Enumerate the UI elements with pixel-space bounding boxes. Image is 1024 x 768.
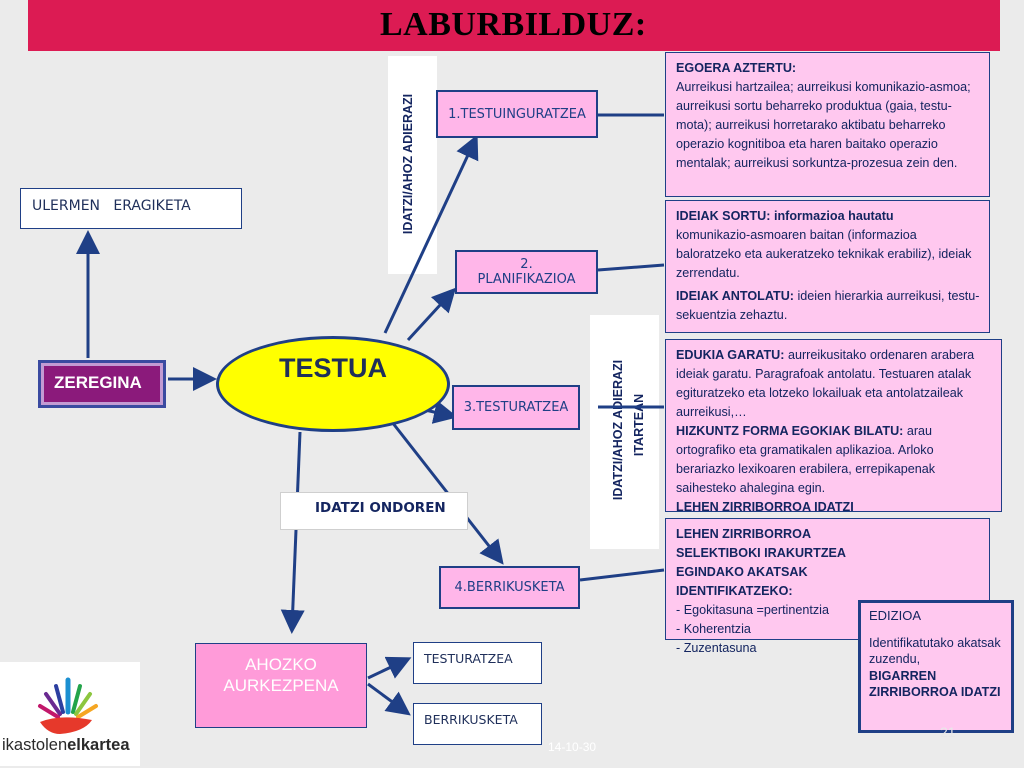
idatzi-ondoren-label: IDATZI ONDOREN	[315, 500, 446, 516]
logo-text-light: ikastolen	[2, 736, 68, 754]
desc1-body: Aurreikusi hartzailea; aurreikusi komuni…	[676, 80, 971, 170]
arrow-testua-step2	[406, 287, 457, 342]
sub-berrikusketa-box: BERRIKUSKETA	[413, 703, 542, 745]
desc1-heading: EGOERA AZTERTU:	[676, 61, 797, 75]
ahozko-line2: AURKEZPENA	[223, 676, 339, 695]
footer-date: 14-10-30	[548, 740, 597, 754]
ikastolen-elkartea-logo: ikastolenelkartea	[0, 662, 140, 766]
desc1-box: EGOERA AZTERTU: Aurreikusi hartzailea; a…	[665, 52, 990, 197]
desc4-item-1: - Egokitasuna =pertinentzia	[676, 603, 829, 617]
desc2-body2: ideien hierarkia aurreikusi, testu-sekue…	[676, 289, 980, 322]
during-phase-panel	[590, 315, 659, 549]
desc4-item-2: - Koherentzia	[676, 622, 751, 636]
edizioa-box: EDIZIOA Identifikatutako akatsak zuzendu…	[858, 600, 1014, 733]
edizioa-bold: BIGARREN ZIRRIBORROA IDATZI	[869, 668, 1001, 700]
testua-node: TESTUA	[216, 336, 450, 432]
desc3-heading2: HIZKUNTZ FORMA EGOKIAK BILATU:	[676, 424, 904, 438]
desc4-item-3: - Zuzentasuna	[676, 641, 757, 655]
step2-box: 2. PLANIFIKAZIOA	[455, 250, 598, 294]
arrow-ahozko-testuratzea	[367, 656, 412, 680]
logo-text-bold: elkartea	[67, 736, 130, 754]
desc2-body1: komunikazio-asmoaren baitan (informazioa…	[676, 228, 972, 280]
desc2-heading2: IDEIAK ANTOLATU:	[676, 289, 794, 303]
footer-page-number: 21	[940, 724, 956, 740]
arrow-testua-step1	[383, 134, 479, 334]
connector-step4-desc4	[579, 568, 665, 582]
arrow-ahozko-berrikusketa	[367, 682, 411, 716]
desc4-heading: LEHEN ZIRRIBORROA SELEKTIBOKI IRAKURTZEA…	[676, 527, 846, 598]
sub-berrikusketa-label: BERRIKUSKETA	[424, 712, 518, 727]
zeregina-box: ZEREGINA	[38, 360, 166, 408]
step2-label-line2: PLANIFIKAZIOA	[477, 272, 576, 287]
arrow-testua-step4	[390, 421, 504, 565]
step4-label: 4.BERRIKUSKETA	[454, 580, 565, 595]
testua-label: TESTUA	[279, 353, 387, 383]
desc3-heading3: LEHEN ZIRRIBORROA IDATZI	[676, 500, 854, 514]
edizioa-heading: EDIZIOA	[869, 608, 922, 623]
title-bar	[28, 0, 1000, 51]
edizioa-body: Identifikatutako akatsak zuzendu,	[869, 635, 1001, 667]
arrow-testua-ahozko	[280, 431, 305, 634]
ahozko-aurkezpena-box: AHOZKO AURKEZPENA	[195, 643, 367, 728]
desc3-body1: aurreikusitako ordenaren arabera ideiak …	[676, 348, 975, 419]
step1-box: 1.TESTUINGURATZEA	[436, 90, 598, 138]
connector-step2-desc2	[597, 263, 665, 272]
step1-label: 1.TESTUINGURATZEA	[448, 106, 586, 122]
desc3-heading1: EDUKIA GARATU:	[676, 348, 785, 362]
step3-box: 3.TESTURATZEA	[452, 385, 580, 430]
step2-label-line1: 2.	[520, 257, 533, 272]
zeregina-label: ZEREGINA	[54, 373, 142, 392]
sub-testuratzea-label: TESTURATZEA	[424, 651, 513, 666]
desc3-body2: arau ortografiko eta gramatikalen aplika…	[676, 424, 936, 495]
desc2-heading1: IDEIAK SORTU: informazioa hautatu	[676, 209, 894, 223]
desc2-box: IDEIAK SORTU: informazioa hautatu komuni…	[665, 200, 990, 333]
ahozko-line1: AHOZKO	[245, 655, 317, 674]
ulermen-label: ULERMEN ERAGIKETA	[32, 198, 191, 214]
logo-flower-icon	[38, 677, 98, 734]
desc3-box: EDUKIA GARATU: aurreikusitako ordenaren …	[665, 339, 1002, 514]
step4-box: 4.BERRIKUSKETA	[439, 566, 580, 609]
logo-text: ikastolenelkartea	[2, 736, 140, 756]
sub-testuratzea-box: TESTURATZEA	[413, 642, 542, 684]
step3-label: 3.TESTURATZEA	[463, 400, 569, 415]
ulermen-box: ULERMEN ERAGIKETA	[20, 188, 242, 229]
slide-title: LABURBILDUZ:	[380, 6, 647, 43]
idatzi-ondoren-box: IDATZI ONDOREN	[280, 492, 468, 530]
